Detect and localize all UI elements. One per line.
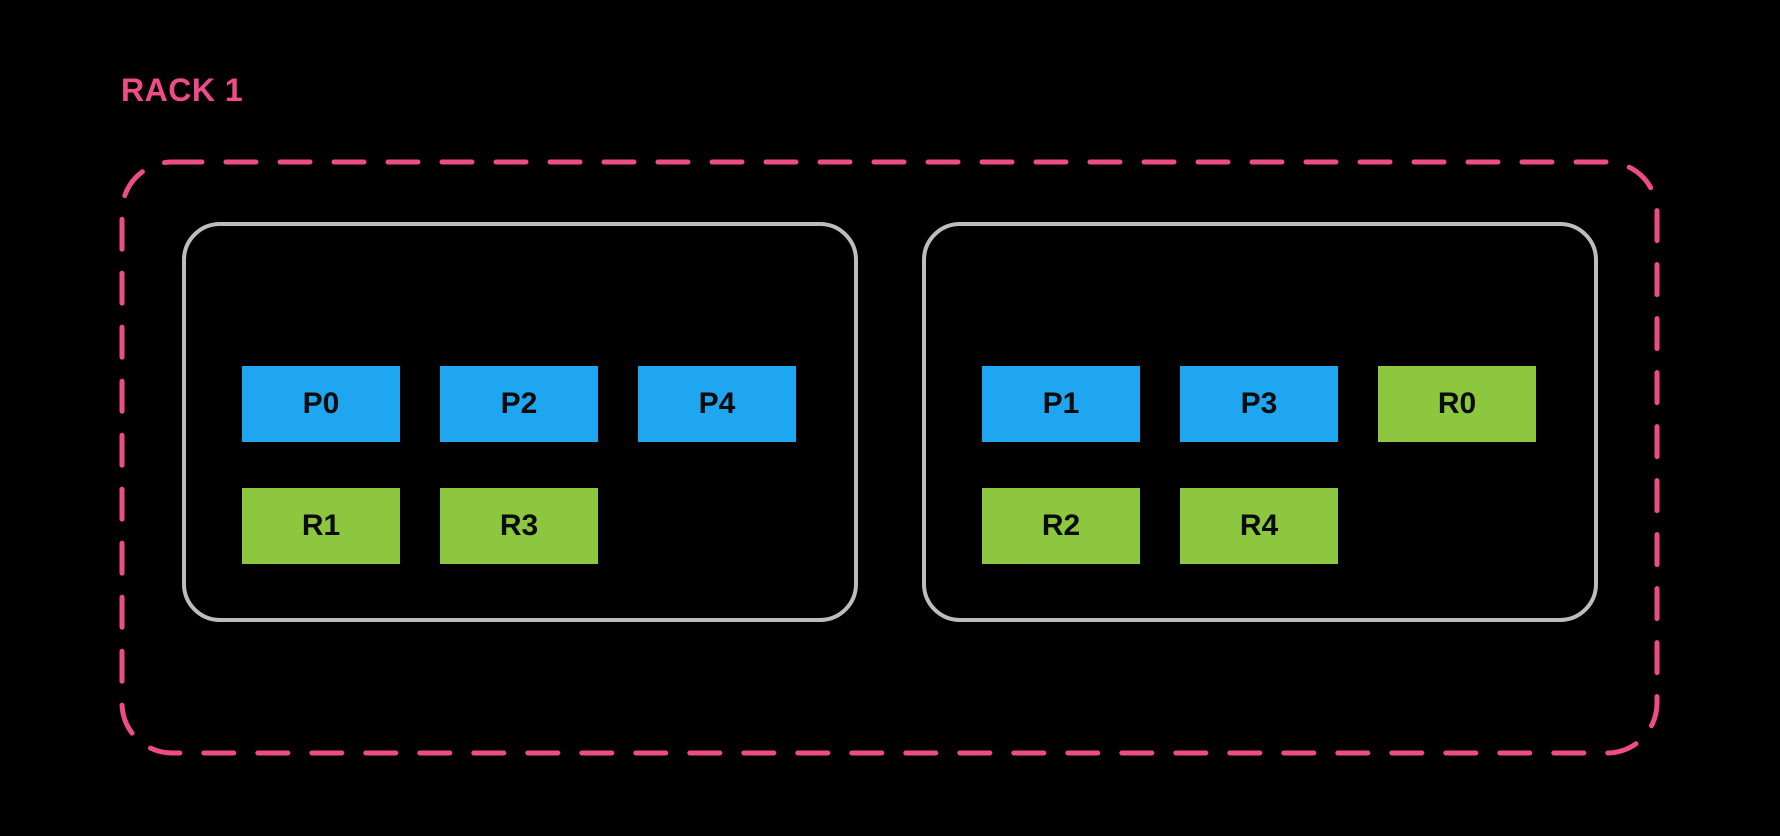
rack-label: RACK 1 [121, 72, 244, 108]
block-p3: P3 [1180, 366, 1338, 442]
block-r1: R1 [242, 488, 400, 564]
block-r3: R3 [440, 488, 598, 564]
block-p2: P2 [440, 366, 598, 442]
node-box-left: P0 P2 P4 R1 R3 [182, 222, 858, 622]
block-r4: R4 [1180, 488, 1338, 564]
block-p4: P4 [638, 366, 796, 442]
block-p1: P1 [982, 366, 1140, 442]
node-box-right: P1 P3 R0 R2 R4 [922, 222, 1598, 622]
block-p0: P0 [242, 366, 400, 442]
block-r2: R2 [982, 488, 1140, 564]
block-r0: R0 [1378, 366, 1536, 442]
